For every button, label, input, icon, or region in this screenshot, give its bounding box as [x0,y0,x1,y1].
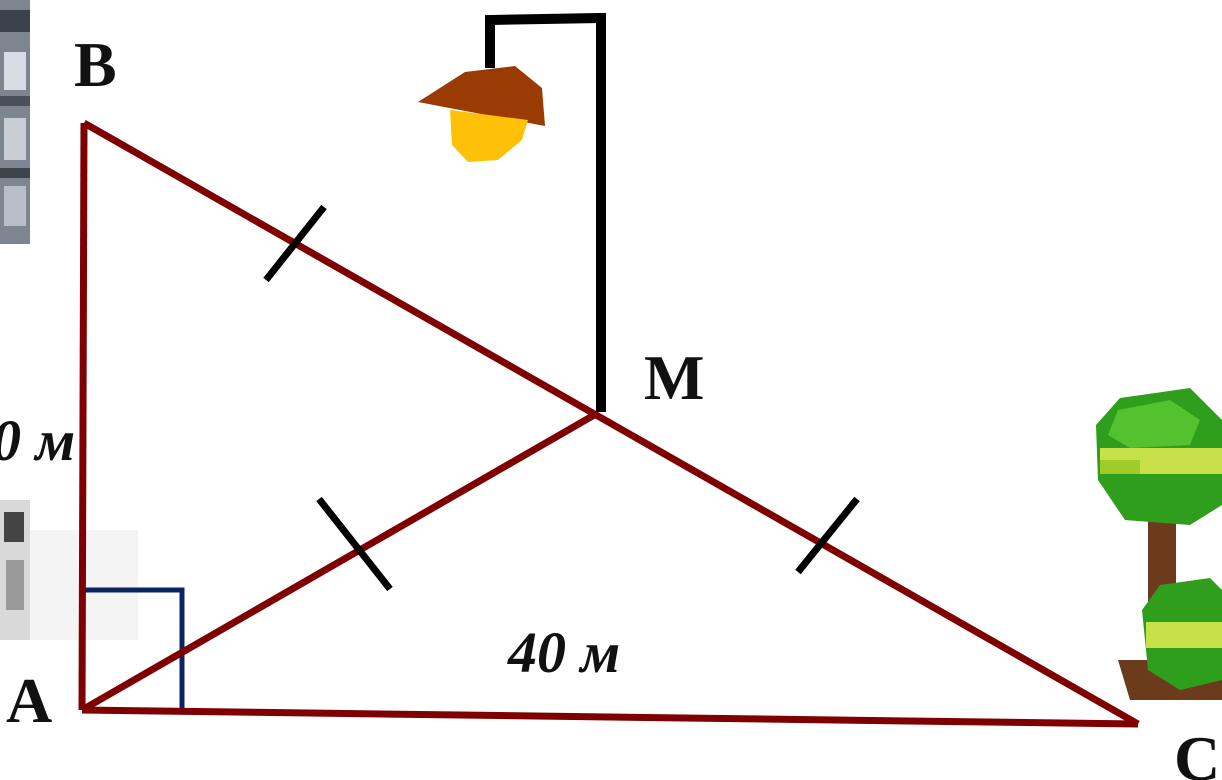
tick-mark-mc [795,496,860,575]
building-fragment-bottom-icon [0,500,138,640]
tick-mark-bm [263,204,327,283]
tick-mark-am [316,496,393,592]
right-angle-marker [82,587,185,708]
measure-label-ab: 0 м [0,408,75,473]
building-fragment-top-icon [0,0,30,244]
vertex-label-m: M [644,342,704,413]
measure-label-ac: 40 м [507,620,620,685]
street-lamp-icon [418,12,606,412]
side-ac [81,706,1139,728]
bush-icon [1118,578,1222,700]
vertex-label-b: B [74,29,117,100]
vertex-label-a: A [6,665,52,736]
vertex-label-c: C [1174,723,1220,780]
tree-icon [1096,388,1222,620]
side-ab [78,122,88,711]
side-bc [82,119,1140,728]
median-am [80,410,598,714]
